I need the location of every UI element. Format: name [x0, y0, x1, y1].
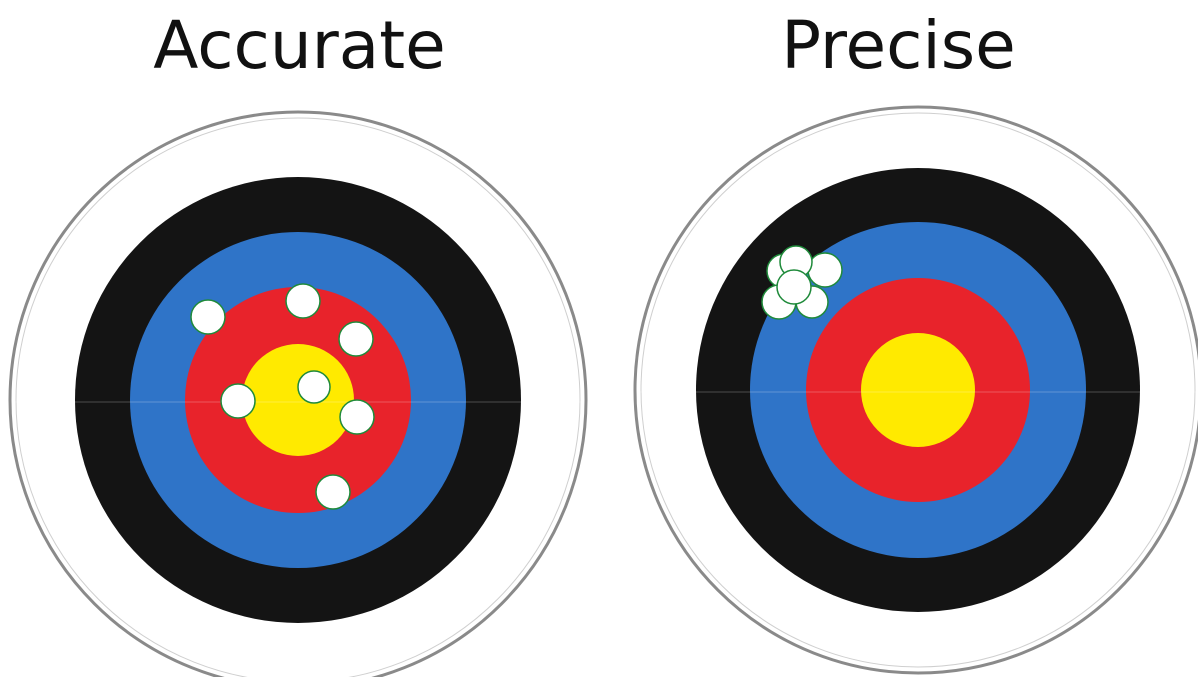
accurate-hit-6 — [340, 400, 374, 434]
precise-hit-2 — [808, 253, 842, 287]
accurate-hit-3 — [339, 322, 373, 356]
accurate-hit-4 — [221, 384, 255, 418]
accurate-yellow-ring — [242, 344, 354, 456]
precise-yellow-ring — [861, 333, 975, 447]
accurate-hit-5 — [298, 371, 330, 403]
precise-target — [635, 107, 1198, 673]
accurate-hit-2 — [286, 284, 320, 318]
accurate-hit-7 — [316, 475, 350, 509]
accurate-target — [10, 112, 586, 677]
accurate-hit-1 — [191, 300, 225, 334]
precise-hit-6 — [777, 270, 811, 304]
